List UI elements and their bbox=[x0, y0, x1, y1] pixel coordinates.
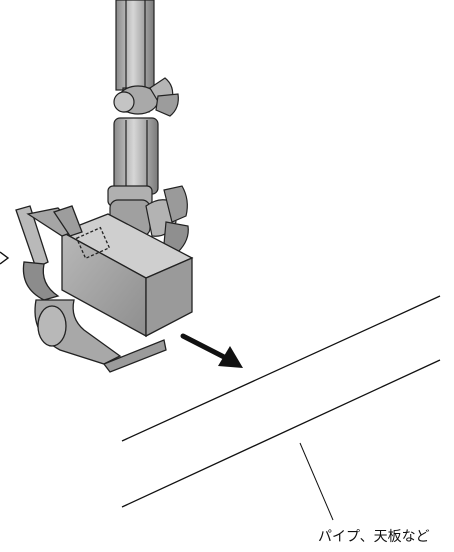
left-edge-arrow-fragment bbox=[0, 251, 10, 265]
clamp-block bbox=[60, 213, 194, 338]
direction-arrow bbox=[180, 333, 243, 368]
callout-leader-line bbox=[299, 442, 334, 521]
upper-swivel-joint bbox=[113, 77, 179, 117]
surface-callout-label: パイプ、天板など bbox=[318, 529, 430, 545]
clamp-jaws bbox=[15, 205, 167, 373]
lower-rod bbox=[107, 117, 159, 207]
surface-lines bbox=[121, 295, 441, 508]
surface-edge-upper bbox=[121, 295, 441, 442]
surface-edge-lower bbox=[121, 359, 441, 508]
